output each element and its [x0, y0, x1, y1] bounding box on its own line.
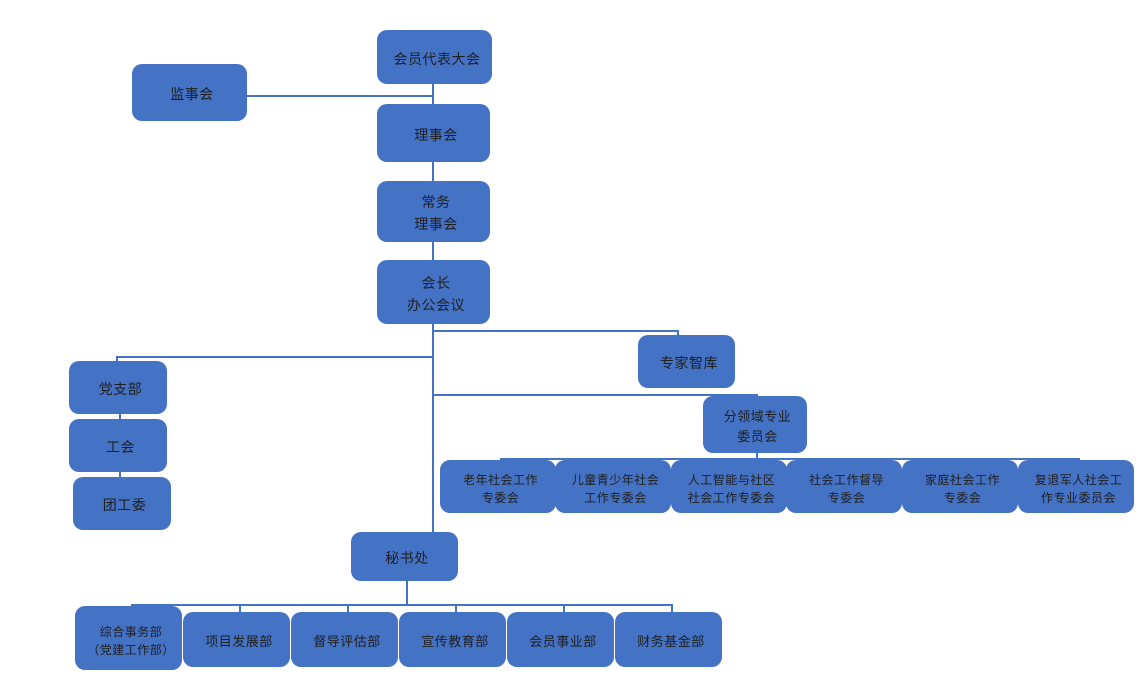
connector-thinktank-h — [433, 330, 679, 332]
node-standing-council-label: 常务 理事会 — [414, 194, 458, 232]
node-secretariat-label: 秘书处 — [385, 550, 429, 567]
node-dept-general-affairs-label: 综合事务部 （党建工作部） — [87, 624, 175, 657]
connector-partybranch-h — [117, 356, 433, 358]
node-dept-finance-fund: 财务基金部 — [615, 612, 722, 667]
node-committee-veterans-label: 复退军人社会工 作专业委员会 — [1034, 473, 1123, 505]
node-member-assembly: 会员代表大会 — [377, 30, 492, 84]
node-youth-league-committee-label: 团工委 — [102, 497, 147, 514]
node-dept-finance-fund-label: 财务基金部 — [637, 633, 705, 649]
node-council: 理事会 — [377, 104, 490, 162]
node-committee-supervision: 社会工作督导 专委会 — [786, 460, 902, 513]
node-committee-elderly-label: 老年社会工作 专委会 — [462, 473, 538, 505]
node-expert-think-tank: 专家智库 — [638, 335, 735, 388]
node-council-label: 理事会 — [414, 126, 458, 143]
node-committee-supervision-label: 社会工作督导 专委会 — [808, 473, 884, 505]
node-committee-veterans: 复退军人社会工 作专业委员会 — [1018, 460, 1134, 513]
node-subfield-committees: 分领域专业 委员会 — [703, 396, 807, 453]
node-president-office-meeting: 会长 办公会议 — [377, 260, 490, 324]
node-standing-council: 常务 理事会 — [377, 181, 490, 242]
connector-assembly-council — [432, 82, 434, 112]
node-dept-publicity-education-label: 宣传教育部 — [421, 633, 489, 649]
connector-department-bus — [131, 604, 672, 606]
node-dept-publicity-education: 宣传教育部 — [399, 612, 506, 667]
connector-standing-president — [432, 240, 434, 267]
node-labor-union-label: 工会 — [106, 439, 135, 456]
node-labor-union: 工会 — [69, 419, 167, 472]
node-committee-family-label: 家庭社会工作 专委会 — [924, 473, 1000, 505]
connector-subfield-bus-drop — [756, 450, 758, 459]
connector-supervisory-branch — [246, 95, 433, 97]
node-supervisory-board: 监事会 — [132, 64, 247, 121]
node-dept-membership-label: 会员事业部 — [529, 633, 597, 649]
node-subfield-committees-label: 分领域专业 委员会 — [723, 408, 792, 444]
connector-main-trunk — [432, 322, 434, 534]
node-president-office-meeting-label: 会长 办公会议 — [407, 274, 465, 313]
node-youth-league-committee: 团工委 — [73, 477, 171, 530]
node-dept-supervision-evaluation-label: 督导评估部 — [313, 633, 381, 649]
node-dept-project-development-label: 项目发展部 — [205, 633, 273, 649]
node-party-branch: 党支部 — [69, 361, 167, 414]
connector-secretariat-down — [406, 577, 408, 606]
connector-subfield-h — [433, 394, 757, 396]
node-party-branch-label: 党支部 — [98, 381, 143, 398]
node-dept-membership: 会员事业部 — [507, 612, 614, 667]
connector-council-standing — [432, 160, 434, 188]
node-member-assembly-label: 会员代表大会 — [393, 50, 481, 67]
node-committee-ai-community-label: 人工智能与社区 社会工作专委会 — [687, 473, 776, 505]
node-expert-think-tank-label: 专家智库 — [660, 355, 718, 372]
connector-committee-bus — [500, 458, 1079, 460]
node-committee-children-youth: 儿童青少年社会 工作专委会 — [555, 460, 671, 513]
node-committee-children-youth-label: 儿童青少年社会 工作专委会 — [571, 473, 660, 505]
node-committee-family: 家庭社会工作 专委会 — [902, 460, 1018, 513]
node-dept-general-affairs: 综合事务部 （党建工作部） — [75, 606, 182, 670]
node-committee-ai-community: 人工智能与社区 社会工作专委会 — [671, 460, 787, 513]
node-dept-supervision-evaluation: 督导评估部 — [291, 612, 398, 667]
node-secretariat: 秘书处 — [351, 532, 458, 581]
node-dept-project-development: 项目发展部 — [183, 612, 290, 667]
node-committee-elderly: 老年社会工作 专委会 — [440, 460, 556, 513]
node-supervisory-board-label: 监事会 — [170, 86, 214, 103]
